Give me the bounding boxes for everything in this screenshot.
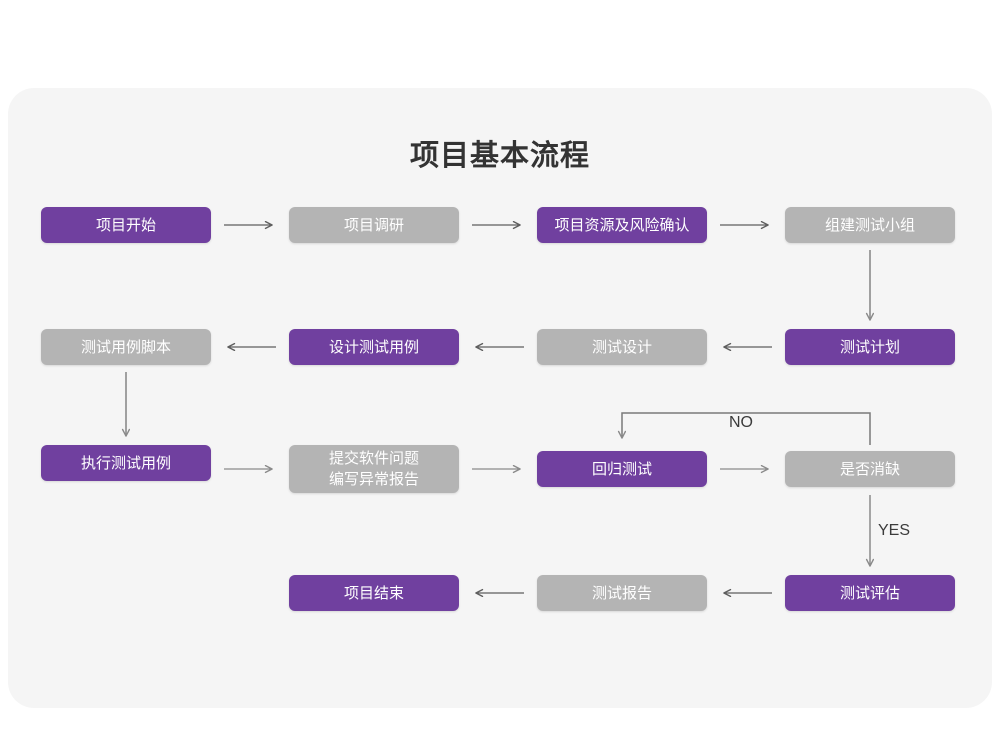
- node-label-line-1: 提交软件问题: [328, 450, 419, 467]
- node-label: 回归测试: [591, 460, 652, 478]
- node-label: 项目资源及风险确认: [554, 216, 690, 234]
- node-label: 测试报告: [591, 584, 652, 602]
- node-label: 组建测试小组: [824, 216, 915, 234]
- flowchart-card: [8, 88, 992, 708]
- node-defect-resolved-decision[interactable]: 是否消缺: [785, 451, 955, 487]
- node-project-research[interactable]: 项目调研: [289, 207, 459, 243]
- node-label: 测试用例脚本: [80, 338, 171, 356]
- node-label: 设计测试用例: [328, 338, 419, 356]
- node-label: 测试设计: [591, 338, 652, 356]
- node-test-plan[interactable]: 测试计划: [785, 329, 955, 365]
- node-label: 项目调研: [343, 216, 404, 234]
- node-project-end[interactable]: 项目结束: [289, 575, 459, 611]
- node-label: 是否消缺: [839, 460, 900, 478]
- node-label: 测试评估: [839, 584, 900, 602]
- node-test-report[interactable]: 测试报告: [537, 575, 707, 611]
- node-execute-test-cases[interactable]: 执行测试用例: [41, 445, 211, 481]
- edge-label-no: NO: [729, 414, 753, 431]
- node-project-start[interactable]: 项目开始: [41, 207, 211, 243]
- node-label: 项目开始: [95, 216, 156, 234]
- edge-label-yes: YES: [878, 522, 911, 539]
- node-design-test-cases[interactable]: 设计测试用例: [289, 329, 459, 365]
- page-title: 项目基本流程: [409, 140, 590, 172]
- node-resource-risk-confirm[interactable]: 项目资源及风险确认: [537, 207, 707, 243]
- node-label: 执行测试用例: [80, 454, 171, 472]
- node-test-case-script[interactable]: 测试用例脚本: [41, 329, 211, 365]
- node-regression-test[interactable]: 回归测试: [537, 451, 707, 487]
- node-label-multiline: 提交软件问题 编写异常报告: [329, 448, 419, 490]
- node-label-line-2: 编写异常报告: [328, 471, 419, 488]
- node-label: 测试计划: [839, 338, 900, 356]
- node-submit-defect-report[interactable]: 提交软件问题 编写异常报告: [289, 445, 459, 493]
- node-form-test-team[interactable]: 组建测试小组: [785, 207, 955, 243]
- node-label: 项目结束: [343, 584, 404, 602]
- node-test-design[interactable]: 测试设计: [537, 329, 707, 365]
- node-test-evaluation[interactable]: 测试评估: [785, 575, 955, 611]
